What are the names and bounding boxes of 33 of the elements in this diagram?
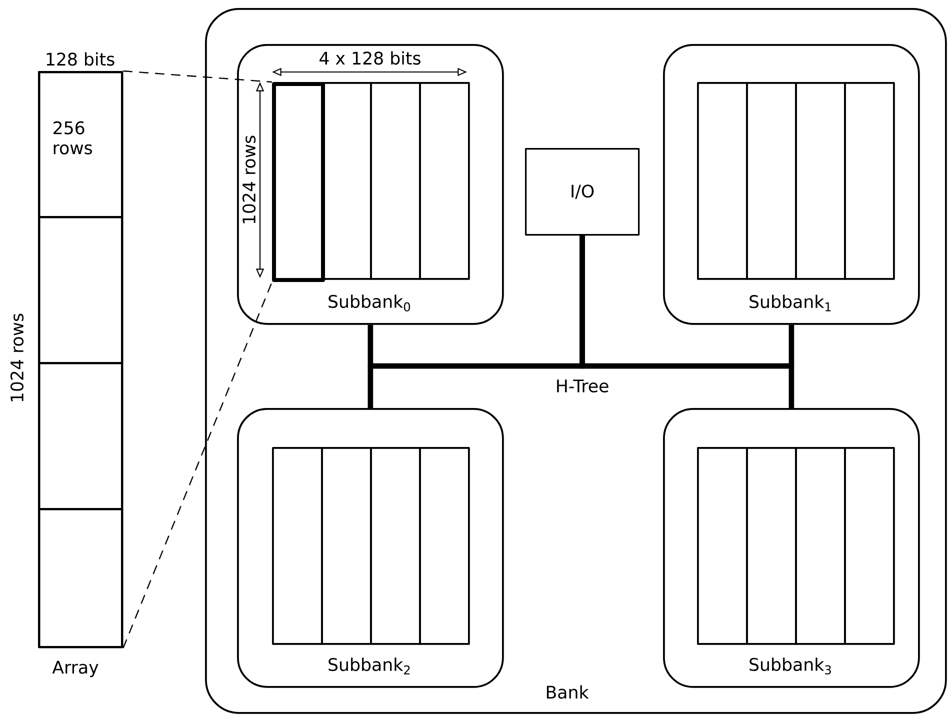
subbank-box: Subbank$_{3}$ <box>663 408 920 688</box>
subarray-column <box>746 447 797 645</box>
subarray-column <box>697 82 748 280</box>
subarray-column <box>844 82 895 280</box>
highlighted-column <box>272 82 325 282</box>
subbank-box: Subbank$_{1}$ <box>663 44 920 325</box>
subarray-column <box>321 447 372 645</box>
subarray-column <box>746 82 797 280</box>
array-width-label: 128 bits <box>46 52 114 66</box>
subarray-column <box>795 447 846 645</box>
array-height-label: 1024 rows <box>10 314 24 402</box>
subarray-column <box>419 82 470 280</box>
subarray-column <box>795 82 846 280</box>
subarray-column <box>419 447 470 645</box>
edge-label: H-Tree <box>554 378 611 394</box>
connector <box>123 70 272 83</box>
subarray-column <box>370 82 421 280</box>
subbank-box: Subbank$_{2}$ <box>237 408 504 688</box>
subarray-column <box>697 447 748 645</box>
subbank-width-label: 4 x 128 bits <box>320 51 420 65</box>
subarray-column <box>272 447 323 645</box>
subarray-column <box>321 82 372 280</box>
node-label: Array <box>52 660 98 678</box>
array-segment: 256 rows <box>38 71 124 218</box>
connector <box>122 282 273 648</box>
subarray-column <box>370 447 421 645</box>
array-segment <box>38 216 124 364</box>
array-segment <box>38 508 124 648</box>
io-box: I/O <box>525 148 640 236</box>
connector <box>580 236 794 408</box>
array-segment <box>38 362 124 510</box>
column-height-label: 1024 rows <box>242 136 256 224</box>
subarray-column <box>844 447 895 645</box>
